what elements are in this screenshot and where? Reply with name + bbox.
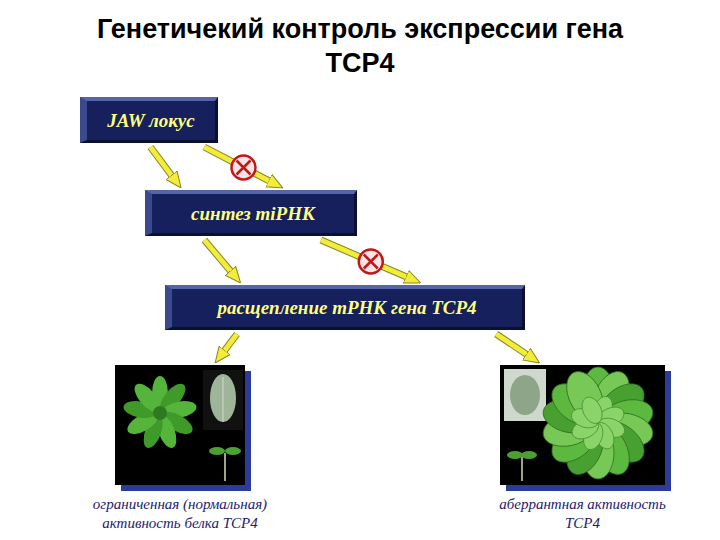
block-symbol [359,250,383,274]
process-box: синтез miРНК [145,190,357,236]
arrow-outline [204,147,272,182]
diagram-title: Генетичекий контроль экспрессии гена TCP… [80,12,640,80]
box-label: JAW локус [107,110,194,132]
connector-arrow [204,240,233,274]
process-box: JAW локус [80,97,218,143]
photo-caption: ограниченная (нормальная) активность бел… [60,495,300,533]
connector-arrow [321,240,410,278]
block-symbol [232,156,256,180]
connector-arrow [496,334,529,356]
plant-illustration [500,365,665,485]
arrow-outline [222,334,237,353]
arrow-outline [150,147,173,178]
plant-photo: ограниченная (нормальная) активность бел… [115,365,245,485]
plant-illustration [115,365,245,485]
connector-arrow [150,147,173,178]
box-label: расщепление mРНК гена TCP4 [217,297,476,319]
connector-arrow [204,147,272,182]
connector-arrow [222,334,237,353]
arrow-outline [321,240,410,278]
arrow-outline [204,240,233,274]
arrow-outline [496,334,529,356]
plant-photo: аберрантная активность TCP4 [500,365,665,485]
photo-caption: аберрантная активность TCP4 [483,495,683,533]
process-box: расщепление mРНК гена TCP4 [165,285,525,330]
box-label: синтез miРНК [191,203,315,225]
